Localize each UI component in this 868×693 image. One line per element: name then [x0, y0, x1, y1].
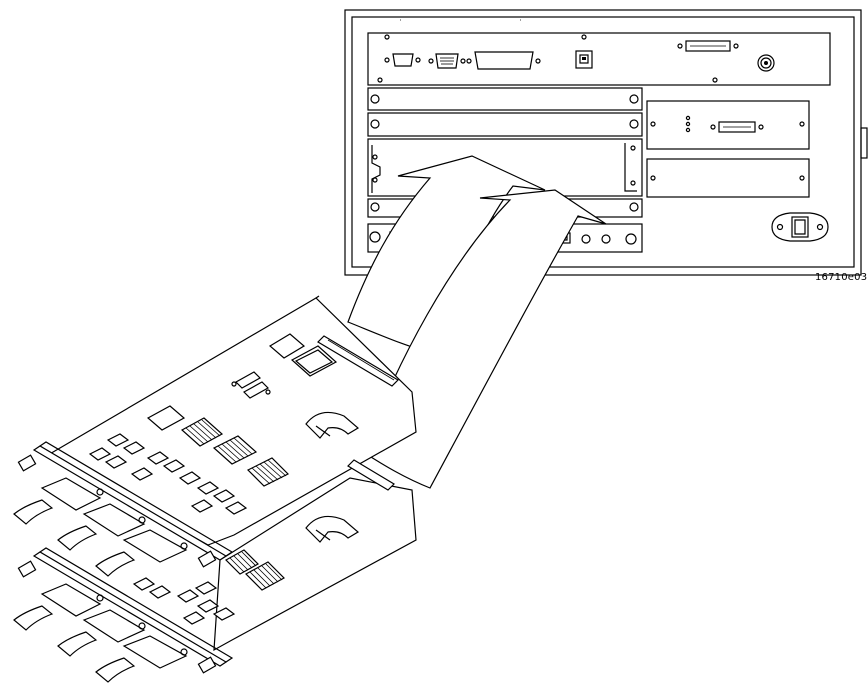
video-port-icon	[428, 53, 466, 69]
serial-port-icon	[384, 53, 421, 67]
lan-port-icon	[575, 50, 593, 69]
figure-label: 16710e03	[815, 272, 868, 283]
parallel-port-icon	[466, 51, 541, 70]
chip-array	[88, 405, 248, 515]
power-inlet-icon	[771, 212, 829, 242]
scsi-port-icon	[677, 40, 739, 52]
probe-cable-connectors	[13, 477, 217, 577]
heatsink-icon	[180, 417, 290, 487]
bnc-connector-icon	[757, 54, 775, 72]
right-slot-modules	[646, 100, 810, 198]
instrument-chassis	[344, 9, 868, 276]
logic-analyzer-card-upper	[13, 295, 417, 577]
logic-analyzer-card-lower	[13, 459, 417, 683]
rear-connector-panel	[367, 19, 831, 86]
insertion-arrows	[347, 155, 607, 489]
